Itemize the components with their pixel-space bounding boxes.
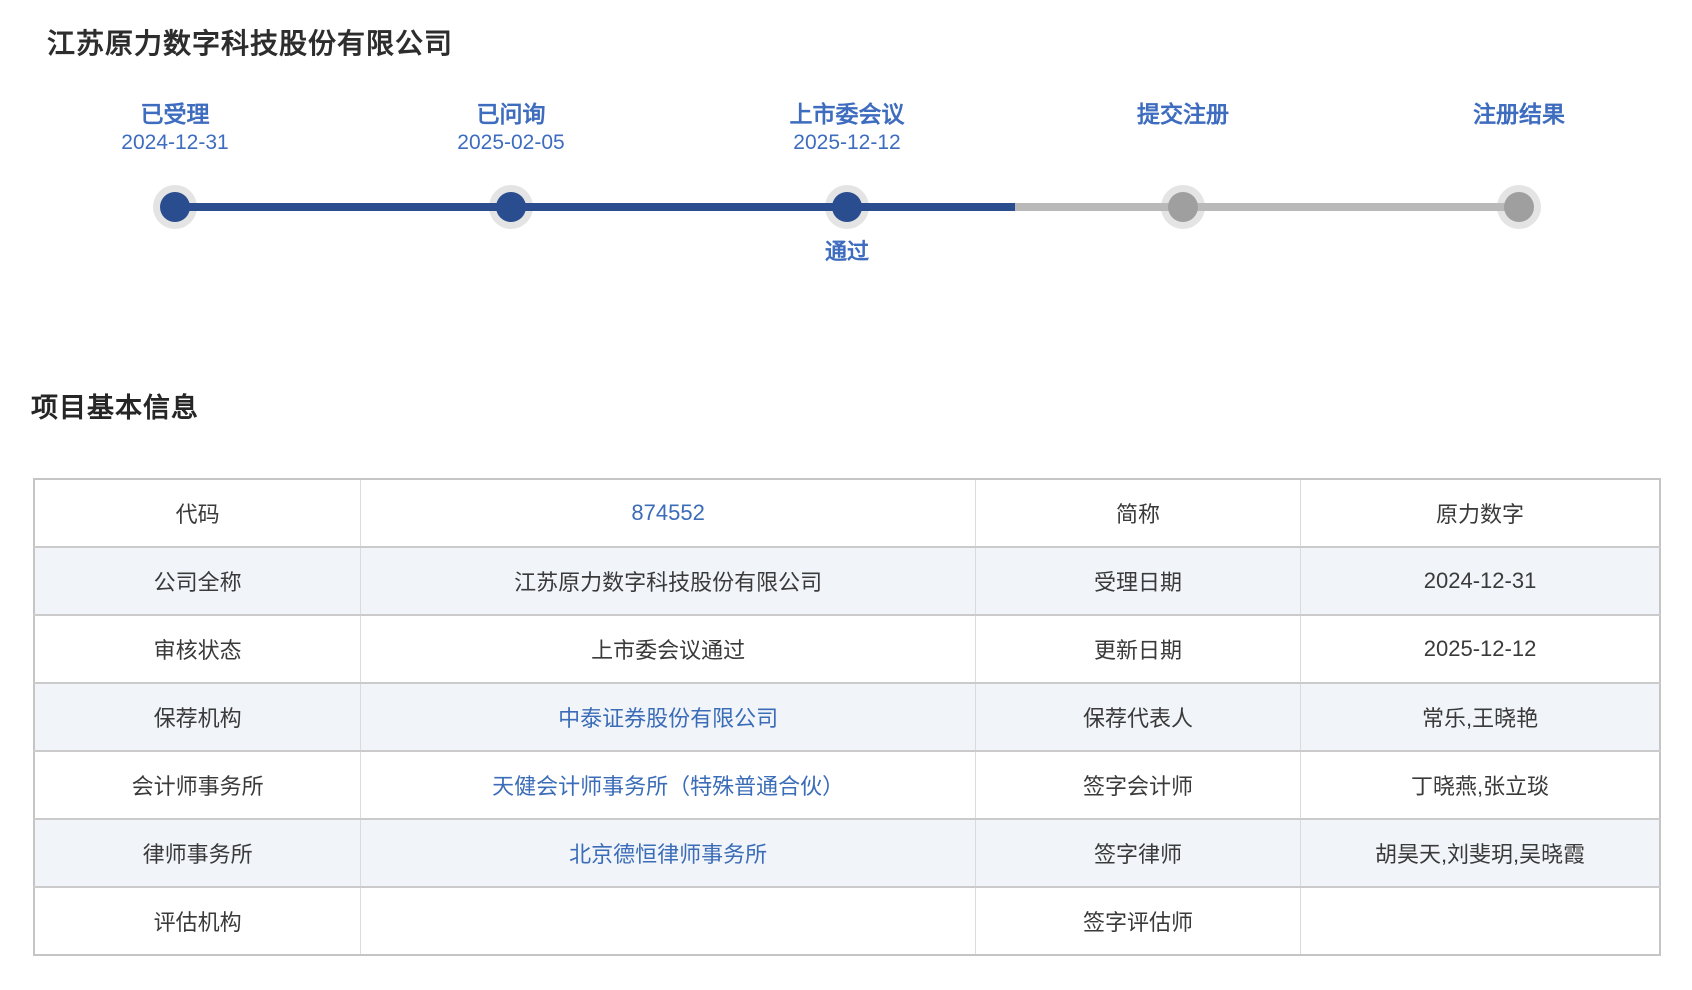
basic-info-table: 代码 874552 简称 原力数字 公司全称 江苏原力数字科技股份有限公司 受理…: [33, 478, 1661, 956]
page-title: 江苏原力数字科技股份有限公司: [47, 28, 454, 59]
value-sponsor-representative: 常乐,王晓艳: [1300, 682, 1660, 751]
section-title-basic-info: 项目基本信息: [31, 393, 199, 423]
stage-dot-completed: [496, 192, 526, 222]
label-update-date: 更新日期: [974, 614, 1301, 683]
stage-dot-completed: [832, 192, 862, 222]
value-review-status: 上市委会议通过: [360, 614, 976, 683]
label-law-firm: 律师事务所: [34, 818, 361, 887]
value-accounting-firm-link[interactable]: 天健会计师事务所（特殊普通合伙）: [360, 750, 976, 819]
stage-label: 注册结果: [1473, 101, 1565, 127]
value-signing-accountant: 丁晓燕,张立琰: [1300, 750, 1660, 819]
label-valuation-agency: 评估机构: [34, 886, 361, 955]
stage-date: 2025-12-12: [793, 131, 901, 154]
value-valuation-agency: [360, 886, 976, 955]
table-row-valuation-agency: 评估机构 签字评估师: [34, 886, 1660, 955]
table-row-review-status: 审核状态 上市委会议通过 更新日期 2025-12-12: [34, 614, 1660, 683]
stage-label: 已受理: [140, 101, 210, 127]
stage-result-passed: 通过: [824, 239, 869, 264]
label-accounting-firm: 会计师事务所: [34, 750, 361, 819]
stage-dot-pending: [1168, 192, 1198, 222]
label-review-status: 审核状态: [34, 614, 361, 683]
label-signing-lawyer: 签字律师: [974, 818, 1301, 887]
label-sponsor-representative: 保荐代表人: [974, 682, 1301, 751]
stage-label: 提交注册: [1137, 101, 1229, 127]
value-signing-valuer: [1300, 886, 1660, 955]
label-full-name: 公司全称: [34, 546, 361, 615]
stage-label: 上市委会议: [789, 101, 905, 127]
label-acceptance-date: 受理日期: [974, 546, 1301, 615]
review-progress-timeline: 已受理 2024-12-31 已问询 2025-02-05 上市委会议 2025…: [0, 0, 1692, 300]
table-row-code: 代码 874552 简称 原力数字: [34, 479, 1660, 547]
value-signing-lawyer: 胡昊天,刘斐玥,吴晓霞: [1300, 818, 1660, 887]
value-stock-code-link[interactable]: 874552: [360, 479, 976, 547]
value-full-name: 江苏原力数字科技股份有限公司: [360, 546, 976, 615]
label-sponsor: 保荐机构: [34, 682, 361, 751]
stage-label: 已问询: [476, 101, 546, 127]
label-code: 代码: [175, 502, 220, 527]
table-row-accounting-firm: 会计师事务所 天健会计师事务所（特殊普通合伙） 签字会计师 丁晓燕,张立琰: [34, 750, 1660, 819]
table-row-sponsor: 保荐机构 中泰证券股份有限公司 保荐代表人 常乐,王晓艳: [34, 682, 1660, 751]
table-row-law-firm: 律师事务所 北京德恒律师事务所 签字律师 胡昊天,刘斐玥,吴晓霞: [34, 818, 1660, 887]
value-short-name: 原力数字: [1300, 479, 1660, 547]
label-signing-accountant: 签字会计师: [974, 750, 1301, 819]
stage-dot-completed: [160, 192, 190, 222]
stage-date: 2025-02-05: [457, 131, 565, 154]
value-sponsor-link[interactable]: 中泰证券股份有限公司: [360, 682, 976, 751]
stage-date: 2024-12-31: [121, 131, 229, 154]
label-signing-valuer: 签字评估师: [974, 886, 1301, 955]
value-acceptance-date: 2024-12-31: [1300, 546, 1660, 615]
stage-dot-pending: [1504, 192, 1534, 222]
table-row-full-name: 公司全称 江苏原力数字科技股份有限公司 受理日期 2024-12-31: [34, 546, 1660, 615]
timeline-progress-bar: [175, 203, 1015, 211]
value-law-firm-link[interactable]: 北京德恒律师事务所: [360, 818, 976, 887]
label-short-name: 简称: [974, 479, 1301, 547]
value-update-date: 2025-12-12: [1300, 614, 1660, 683]
